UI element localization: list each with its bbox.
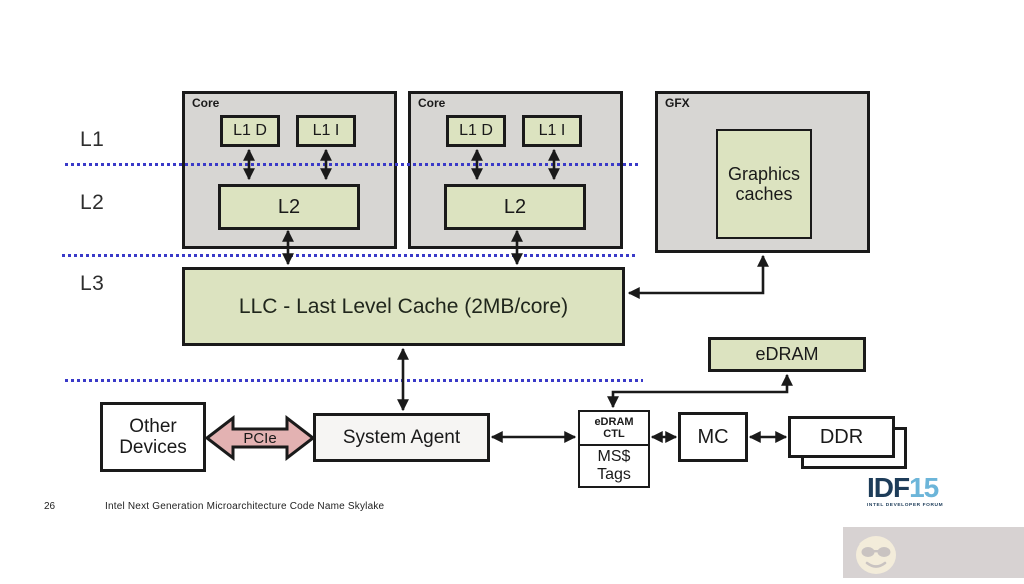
core2-box: Core L1 D L1 I L2 bbox=[408, 91, 623, 249]
gfx-box: GFX Graphics caches bbox=[655, 91, 870, 253]
pcie-label: PCIe bbox=[243, 430, 276, 447]
ddr-box: DDR bbox=[788, 416, 895, 458]
l3-uncore-divider-line bbox=[65, 379, 643, 382]
core1-l1i-box: L1 I bbox=[296, 115, 356, 147]
idf-logo-tagline: INTEL DEVELOPER FORUM bbox=[867, 503, 944, 508]
edram-box: eDRAM bbox=[708, 337, 866, 372]
label-l3: L3 bbox=[80, 272, 105, 295]
l1-l2-divider-line bbox=[65, 163, 638, 166]
system-agent-box: System Agent bbox=[313, 413, 490, 462]
label-l2: L2 bbox=[80, 191, 105, 214]
graphics-caches-box: Graphics caches bbox=[716, 129, 812, 239]
core1-l1d-box: L1 D bbox=[220, 115, 280, 147]
idf-logo-year: 15 bbox=[909, 472, 939, 503]
core2-l1d-box: L1 D bbox=[446, 115, 506, 147]
label-l1: L1 bbox=[80, 128, 105, 151]
idf15-logo: IDF15 INTEL DEVELOPER FORUM bbox=[867, 474, 943, 509]
llc-box: LLC - Last Level Cache (2MB/core) bbox=[182, 267, 625, 346]
edram-ctl-box: eDRAM CTL bbox=[578, 410, 650, 446]
core1-title: Core bbox=[192, 96, 220, 110]
idf-logo-text: IDF bbox=[867, 472, 910, 503]
watermark-bar bbox=[843, 527, 1024, 578]
ms-tags-box: MS$ Tags bbox=[578, 444, 650, 488]
core1-l2-box: L2 bbox=[218, 184, 360, 230]
core2-title: Core bbox=[418, 96, 446, 110]
core1-box: Core L1 D L1 I L2 bbox=[182, 91, 397, 249]
page-number: 26 bbox=[44, 501, 56, 512]
watermark-face-icon bbox=[856, 535, 896, 574]
l2-l3-divider-line bbox=[62, 254, 638, 257]
other-devices-box: Other Devices bbox=[100, 402, 206, 472]
arrow-gfx-llc bbox=[627, 254, 769, 299]
gfx-title: GFX bbox=[665, 96, 690, 110]
pcie-arrow: PCIe bbox=[204, 414, 316, 462]
mc-box: MC bbox=[678, 412, 748, 462]
footer-caption: Intel Next Generation Microarchitecture … bbox=[105, 501, 385, 512]
core2-l1i-box: L1 I bbox=[522, 115, 582, 147]
core2-l2-box: L2 bbox=[444, 184, 586, 230]
